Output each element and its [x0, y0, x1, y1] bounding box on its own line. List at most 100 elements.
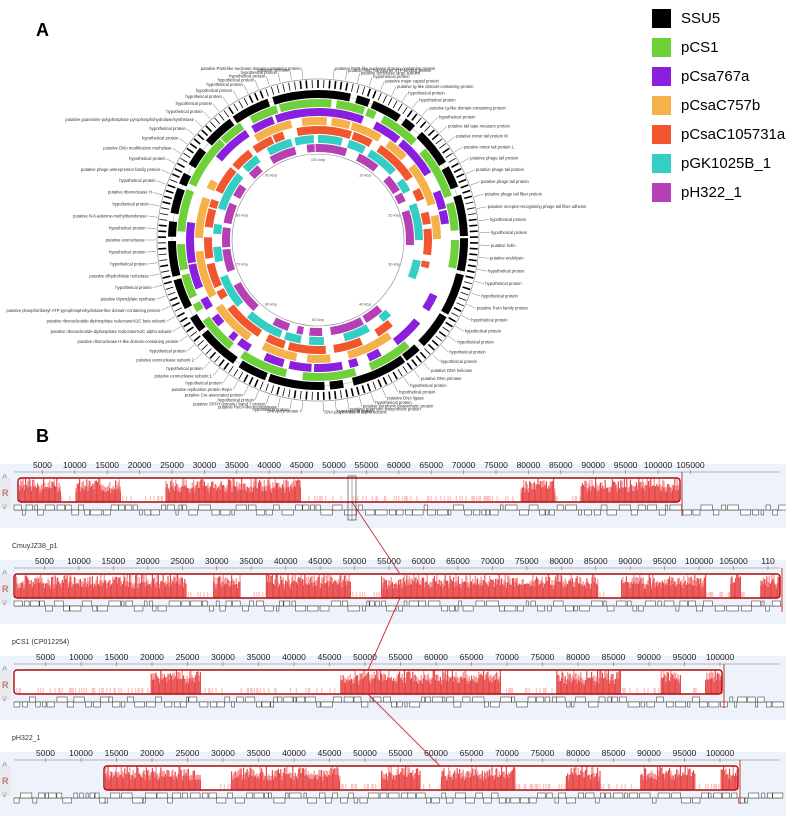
legend-item: SSU5	[652, 6, 782, 31]
gene-annotation: DNA polymerase III alpha subunit	[324, 409, 387, 414]
axis-tick-label: 45000	[318, 652, 342, 662]
axis-tick-label: 35000	[247, 652, 271, 662]
legend-swatch	[652, 154, 671, 173]
axis-tick-label: 65000	[446, 556, 470, 566]
gene-annotation: hypothetical protein	[449, 350, 486, 355]
axis-tick-label: 75000	[531, 748, 555, 758]
legend-label: pCsaC757b	[681, 97, 761, 114]
gene-annotation: hypothetical protein	[488, 269, 525, 274]
gene-annotation: putative ribonucleotide-diphosphate redu…	[47, 319, 167, 324]
axis-tick-label: 40000	[274, 556, 298, 566]
axis-tick-label: 65000	[419, 460, 443, 470]
gene-annotation: hypothetical protein	[185, 94, 222, 99]
axis-tick-label: 40000	[257, 460, 281, 470]
gene-annotation: putative tail tape measure protein	[448, 124, 511, 129]
genome-name: CmuyJZ38_p1	[12, 543, 58, 550]
genome-name: pH322_1	[12, 735, 41, 742]
gene-annotation: putative phage tail fiber protein	[485, 191, 543, 196]
gene-annotation: putative helicase	[258, 68, 290, 73]
axis-tick-label: 5000	[36, 748, 55, 758]
legend-swatch	[652, 38, 671, 57]
gene-annotation: hypothetical protein	[482, 294, 519, 299]
axis-tick-label: 55000	[377, 556, 401, 566]
gene-annotation: putative Cre-associated protein	[185, 393, 244, 398]
gene-annotation: hypothetical protein	[176, 101, 213, 106]
gene-annotation: putative phage antirepressor family prot…	[81, 167, 161, 172]
gene-annotation: putative ribonucleotide-diphosphate redu…	[51, 329, 173, 334]
axis-tick-label: 50000	[353, 652, 377, 662]
axis-tick-label: 15000	[102, 556, 126, 566]
axis-tick-label: 110	[761, 556, 775, 566]
gene-annotation: hypothetical protein	[110, 262, 147, 267]
gene-annotation: putative DNA ligase	[387, 395, 424, 400]
gene-annotation: hypothetical protein	[218, 397, 255, 402]
gene-annotation: hypothetical protein	[471, 317, 508, 322]
axis-tick-label: 35000	[239, 556, 263, 566]
kbp-label: 40 kbp	[359, 302, 372, 307]
gene-annotation: putative DNA modification methylase	[103, 146, 172, 151]
ring-6	[222, 144, 414, 336]
gene-annotation: putative receptor-recognising phage tail…	[488, 204, 587, 209]
panel-a-label: A	[36, 20, 49, 40]
axis-tick-label: 50000	[353, 748, 377, 758]
axis-tick-label: 75000	[515, 556, 539, 566]
kbp-label: 30 kbp	[388, 262, 401, 267]
gene-annotation: putative phage tail protein	[470, 155, 519, 160]
panel-b-label: B	[36, 426, 49, 446]
kbp-label: 100 kbp	[311, 157, 326, 162]
axis-tick-label: 80000	[517, 460, 541, 470]
gene-annotation: hypothetical protein	[109, 249, 146, 254]
axis-tick-label: 65000	[460, 652, 484, 662]
legend-label: pCsaC105731a	[681, 126, 786, 143]
axis-tick-label: 75000	[531, 652, 555, 662]
axis-tick-label: 85000	[602, 748, 626, 758]
legend-item: pGK1025B_1	[652, 151, 782, 176]
axis-tick-label: 90000	[581, 460, 605, 470]
gene-annotation: hypothetical protein	[196, 88, 233, 93]
gene-annotation: DNA polymerase I	[267, 409, 301, 414]
gene-annotation: hypothetical protein	[491, 230, 528, 235]
gene-annotation: putative SPFH domain / band 7 protein	[193, 401, 266, 406]
axis-tick-label: 105000	[719, 556, 748, 566]
axis-tick-label: 5000	[36, 652, 55, 662]
ring-1	[177, 99, 459, 381]
gene-annotation: putative exonuclease subunit 2	[136, 358, 194, 363]
axis-tick-label: 95000	[653, 556, 677, 566]
kbp-label: 10 kbp	[359, 172, 372, 177]
kbp-label: 50 kbp	[312, 317, 325, 322]
legend-swatch	[652, 183, 671, 202]
gene-annotation: putative ABC transporter ATP-binding pro…	[348, 68, 432, 73]
gene-annotation: hypothetical protein	[490, 217, 527, 222]
axis-tick-label: 85000	[584, 556, 608, 566]
axis-tick-label: 100000	[706, 652, 735, 662]
gene-annotation: hypothetical protein	[149, 126, 186, 131]
axis-tick-label: 50000	[343, 556, 367, 566]
gene-annotation: putative phage tail protein	[476, 167, 525, 172]
gene-annotation: hypothetical protein	[207, 82, 244, 87]
gene-annotation: hypothetical protein	[441, 359, 478, 364]
legend-label: pH322_1	[681, 184, 742, 201]
axis-tick-label: 60000	[424, 748, 448, 758]
axis-tick-label: 90000	[637, 748, 661, 758]
axis-tick-label: 100000	[644, 460, 673, 470]
axis-tick-label: 35000	[247, 748, 271, 758]
axis-tick-label: 5000	[35, 556, 54, 566]
gene-annotation: putative Ig-like domain-containing prote…	[397, 84, 474, 89]
legend-label: SSU5	[681, 10, 721, 27]
gene-annotation: putative ribonuclease H-like domain-cont…	[78, 339, 179, 344]
legend-label: pGK1025B_1	[681, 155, 772, 172]
axis-tick-label: 90000	[637, 652, 661, 662]
ring-0	[168, 90, 468, 390]
gene-annotation: putative ParA family protein	[477, 306, 529, 311]
axis-tick-label: 40000	[282, 748, 306, 758]
axis-tick-label: 60000	[412, 556, 436, 566]
ring-2	[186, 108, 449, 372]
axis-tick-label: 70000	[495, 748, 519, 758]
gene-annotation: hypothetical protein	[419, 98, 456, 103]
axis-tick-label: 25000	[176, 748, 200, 758]
gene-annotation: putative ParB-like nuclease domain-conta…	[335, 66, 436, 71]
